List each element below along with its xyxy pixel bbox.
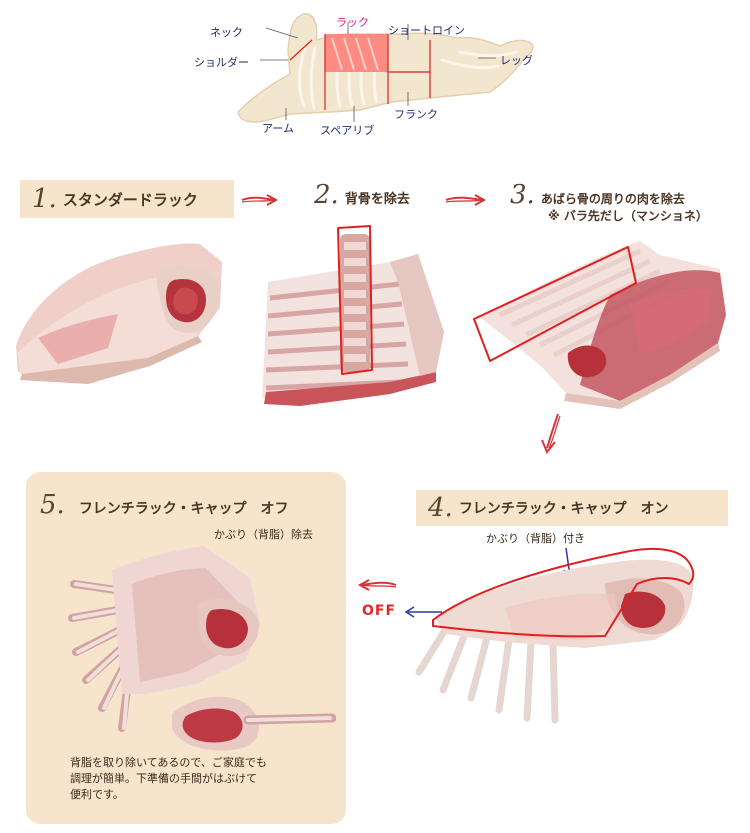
step-2-title: 背骨を除去 bbox=[344, 192, 410, 207]
step-5-number: 5. bbox=[40, 490, 65, 520]
step-3-title: あばら骨の周りの肉を除去 bbox=[540, 192, 685, 206]
step-1-title: スタンダードラック bbox=[62, 190, 198, 209]
step-4-title: フレンチラック・キャップ オン bbox=[458, 501, 669, 517]
step-5-description: 背脂を取り除いてあるので、ご家庭でも 調理が簡単。下準備の手間がはぶけて 便利で… bbox=[70, 756, 267, 801]
cut-label-neck: ネック bbox=[210, 26, 243, 39]
step-2-header: 2. 背骨を除去 bbox=[314, 182, 410, 208]
step-1-number: 1. bbox=[32, 184, 57, 214]
step-5-title: フレンチラック・キャップ オフ bbox=[78, 501, 289, 517]
step-4-header: 4. フレンチラック・キャップ オン bbox=[416, 490, 728, 526]
rib-meat-removed-image bbox=[473, 241, 726, 409]
step-2-number: 2. bbox=[314, 180, 339, 210]
step-3-number: 3. bbox=[510, 180, 535, 210]
step-1-header: 1. スタンダードラック bbox=[20, 180, 234, 218]
rack-highlight bbox=[325, 34, 388, 72]
off-label: OFF bbox=[362, 603, 397, 619]
cut-label-shoulder: ショルダー bbox=[194, 56, 249, 69]
lamb-cut-diagram: ネック ショルダー アーム ラック ショートロイン レッグ フランク スペアリブ bbox=[180, 0, 560, 145]
standard-rack-image bbox=[16, 243, 222, 384]
step-5-header: 5. フレンチラック・キャップ オフ bbox=[40, 492, 289, 518]
cut-label-arm: アーム bbox=[262, 122, 295, 135]
cut-label-spare-rib: スペアリブ bbox=[320, 124, 375, 137]
arrow-step4-to-step5 bbox=[357, 579, 397, 591]
lamb-carcass-illustration bbox=[237, 13, 534, 123]
backbone-removed-image bbox=[262, 225, 444, 406]
step-3-header: 3. あばら骨の周りの肉を除去 bbox=[510, 182, 685, 208]
arrow-step1-to-step2 bbox=[241, 194, 279, 206]
arrow-step2-to-step3 bbox=[445, 194, 487, 206]
off-arrow bbox=[404, 606, 442, 618]
french-rack-cap-off-image bbox=[68, 546, 336, 751]
step-4-callout: かぶり（背脂）付き bbox=[486, 532, 585, 545]
cut-label-rack: ラック bbox=[336, 16, 369, 29]
step-3-note: ※ バラ先だし（マンショネ） bbox=[548, 209, 708, 223]
step-4-number: 4. bbox=[428, 493, 453, 523]
cut-label-leg: レッグ bbox=[500, 54, 533, 67]
cut-label-flank: フランク bbox=[394, 108, 438, 121]
arrow-step3-to-step4 bbox=[541, 413, 561, 454]
french-rack-cap-on-image bbox=[415, 547, 695, 724]
step-5-callout: かぶり（背脂）除去 bbox=[214, 528, 313, 541]
step-5-panel: 5. フレンチラック・キャップ オフ かぶり（背脂）除去 背脂を取り除いてあるの… bbox=[26, 472, 346, 824]
cut-label-short-loin: ショートロイン bbox=[388, 24, 465, 37]
